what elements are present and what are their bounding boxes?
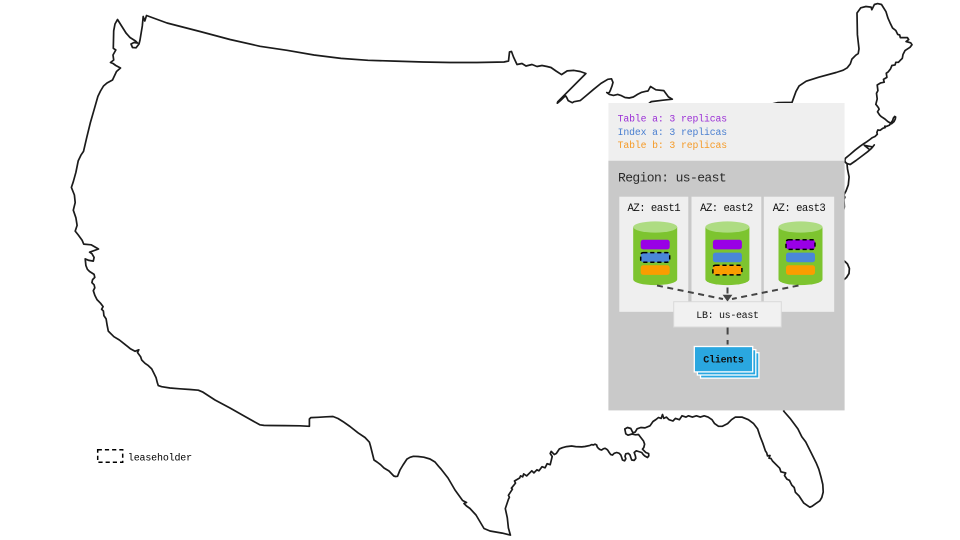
svg-text:AZ: east1: AZ: east1 [628,203,681,215]
svg-text:Region: us-east: Region: us-east [618,171,726,186]
svg-text:Index a: 3 replicas: Index a: 3 replicas [618,127,728,138]
svg-text:leaseholder: leaseholder [128,452,192,464]
svg-text:AZ: east3: AZ: east3 [773,203,826,215]
svg-text:Table a: 3 replicas: Table a: 3 replicas [618,114,728,125]
svg-text:AZ: east2: AZ: east2 [700,203,753,215]
svg-text:Clients: Clients [703,355,744,367]
svg-text:Table b: 3 replicas: Table b: 3 replicas [618,140,728,151]
svg-text:LB: us-east: LB: us-east [696,311,758,322]
